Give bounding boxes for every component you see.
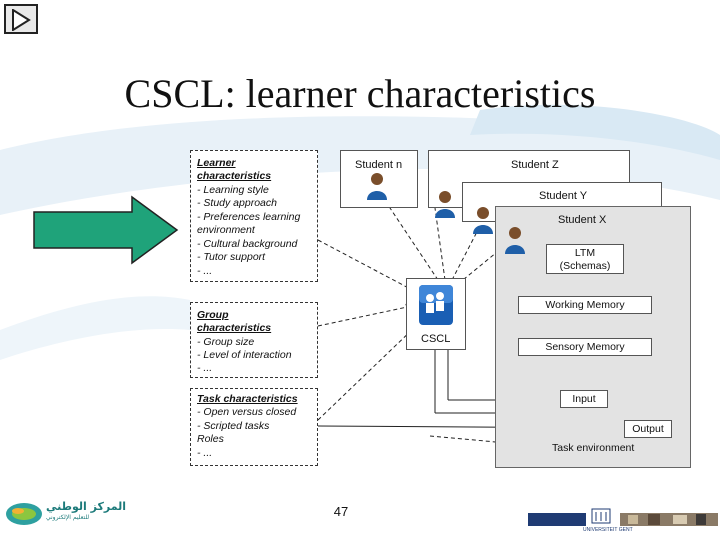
student-y-label: Student Y — [539, 190, 588, 202]
group-item: - Level of interaction — [197, 349, 292, 361]
output-label: Output — [632, 423, 664, 435]
student-z-label: Student Z — [511, 159, 559, 171]
cscl-box: CSCL — [406, 278, 466, 350]
cscl-diagram: Learner characteristics - Learning style… — [190, 148, 692, 470]
page-title: CSCL: learner characteristics — [124, 71, 596, 116]
play-button[interactable] — [4, 4, 38, 34]
output-box: Output — [624, 420, 672, 438]
learner-item: - Preferences learning — [197, 211, 301, 223]
student-x-label: Student X — [558, 214, 607, 226]
schemas-label: (Schemas) — [559, 260, 611, 272]
learner-heading-1: Learner — [197, 157, 236, 169]
student-avatar-icon — [505, 227, 525, 254]
task-item: - ... — [197, 447, 213, 459]
learner-item: - Tutor support — [197, 251, 266, 263]
group-item: - ... — [197, 362, 213, 374]
group-heading-1: Group — [197, 309, 229, 321]
national-center-logo-icon — [6, 503, 42, 525]
ltm-label: LTM — [574, 247, 596, 259]
working-memory-box: Working Memory — [518, 296, 652, 314]
logo-left-subtext: للتعليم الإلكتروني — [46, 514, 90, 521]
ltm-box: LTM (Schemas) — [546, 244, 624, 274]
messenger-icon — [419, 285, 453, 325]
task-item: - Open versus closed — [197, 406, 297, 418]
group-heading-2: characteristics — [197, 322, 272, 334]
logo-left-text: المركز الوطني — [46, 500, 126, 513]
student-n-label: Student n — [355, 159, 403, 171]
play-triangle-icon — [12, 9, 31, 31]
task-characteristics-box: Task characteristics - Open versus close… — [190, 388, 318, 466]
group-item: - Group size — [197, 336, 255, 348]
group-characteristics-box: Group characteristics - Group size - Lev… — [190, 302, 318, 378]
learner-item: environment — [197, 224, 255, 236]
student-avatar-icon — [435, 191, 455, 218]
student-avatar-icon — [473, 207, 493, 234]
page-number: 47 — [333, 504, 349, 519]
pointer-arrow-icon — [33, 195, 179, 265]
cscl-label: CSCL — [421, 333, 451, 345]
learner-item: - Learning style — [197, 184, 269, 196]
learner-item: - ... — [197, 265, 213, 277]
learner-characteristics-box: Learner characteristics - Learning style… — [190, 150, 318, 282]
working-memory-label: Working Memory — [545, 299, 625, 311]
task-item: Roles — [197, 433, 224, 445]
university-footer-strip — [528, 513, 718, 526]
task-environment-label: Task environment — [552, 442, 635, 454]
task-item: - Scripted tasks — [197, 420, 270, 432]
input-box: Input — [560, 390, 608, 408]
university-emblem-icon — [591, 508, 611, 524]
learner-item: - Cultural background — [197, 238, 298, 250]
input-label: Input — [572, 393, 596, 405]
learner-item: - Study approach — [197, 197, 277, 209]
sensory-memory-box: Sensory Memory — [518, 338, 652, 356]
sensory-memory-label: Sensory Memory — [545, 341, 625, 353]
university-name: UNIVERSITEIT GENT — [583, 527, 633, 533]
task-heading: Task characteristics — [197, 393, 298, 405]
learner-heading-2: characteristics — [197, 170, 272, 182]
student-avatar-icon — [367, 173, 387, 200]
